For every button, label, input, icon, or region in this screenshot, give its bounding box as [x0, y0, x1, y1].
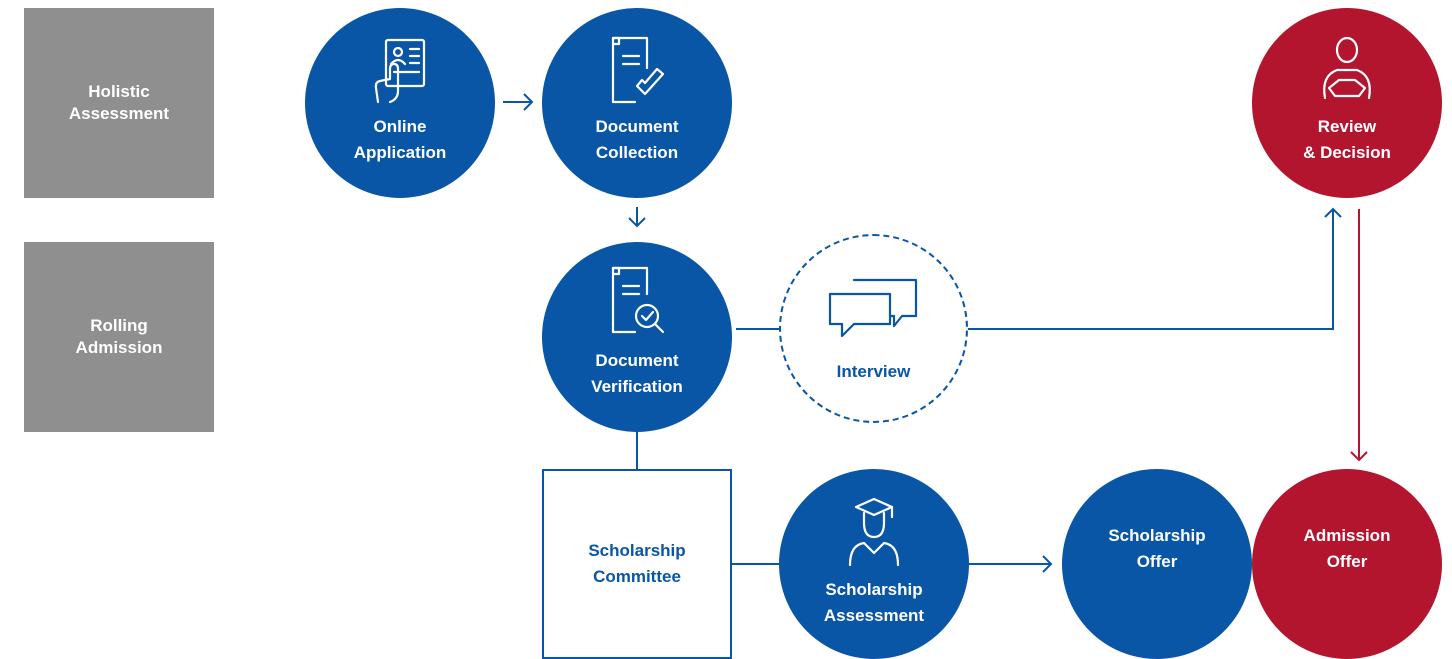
admission-offer-node: Admission Offer — [1252, 469, 1442, 659]
rolling-admission-label: Rolling Admission — [24, 242, 214, 432]
touch-form-icon — [374, 38, 426, 104]
holistic-assessment-label: Holistic Assessment — [24, 8, 214, 198]
scholarship-committee-box: Scholarship Committee — [542, 469, 732, 659]
holistic-assessment-text: Holistic Assessment — [68, 82, 170, 123]
review-decision-node: Review & Decision — [1252, 8, 1442, 198]
arrow-collection-to-verification — [628, 207, 646, 228]
arrow-review-to-admission — [1350, 209, 1368, 462]
arrow-application-to-collection — [503, 93, 534, 111]
admission-offer-label: Admission Offer — [1303, 526, 1391, 571]
online-application-label: Online Application — [353, 117, 447, 162]
scholarship-assessment-node: Scholarship Assessment — [779, 469, 969, 659]
document-verification-node: Document Verification — [542, 242, 732, 432]
scholarship-committee-label: Scholarship Committee — [588, 541, 686, 586]
rolling-admission-text: Rolling Admission — [75, 316, 163, 357]
interview-label: Interview — [836, 362, 911, 381]
review-decision-label: Review & Decision — [1303, 117, 1391, 162]
chat-bubbles-icon — [828, 278, 917, 338]
online-application-node: Online Application — [305, 8, 495, 198]
scholarship-assessment-label: Scholarship Assessment — [823, 580, 925, 625]
document-verification-label: Document Verification — [591, 351, 683, 396]
document-check-icon — [611, 36, 665, 104]
document-collection-label: Document Collection — [595, 117, 679, 162]
document-search-icon — [611, 266, 665, 334]
graduate-icon — [848, 497, 900, 567]
scholarship-offer-node: Scholarship Offer — [1062, 469, 1252, 659]
arrow-interview-to-review — [968, 207, 1342, 330]
arrow-assessment-to-offer — [968, 555, 1053, 573]
scholarship-offer-label: Scholarship Offer — [1108, 526, 1206, 571]
document-collection-node: Document Collection — [542, 8, 732, 198]
reviewer-person-icon — [1323, 36, 1371, 100]
interview-node: Interview — [779, 234, 968, 423]
